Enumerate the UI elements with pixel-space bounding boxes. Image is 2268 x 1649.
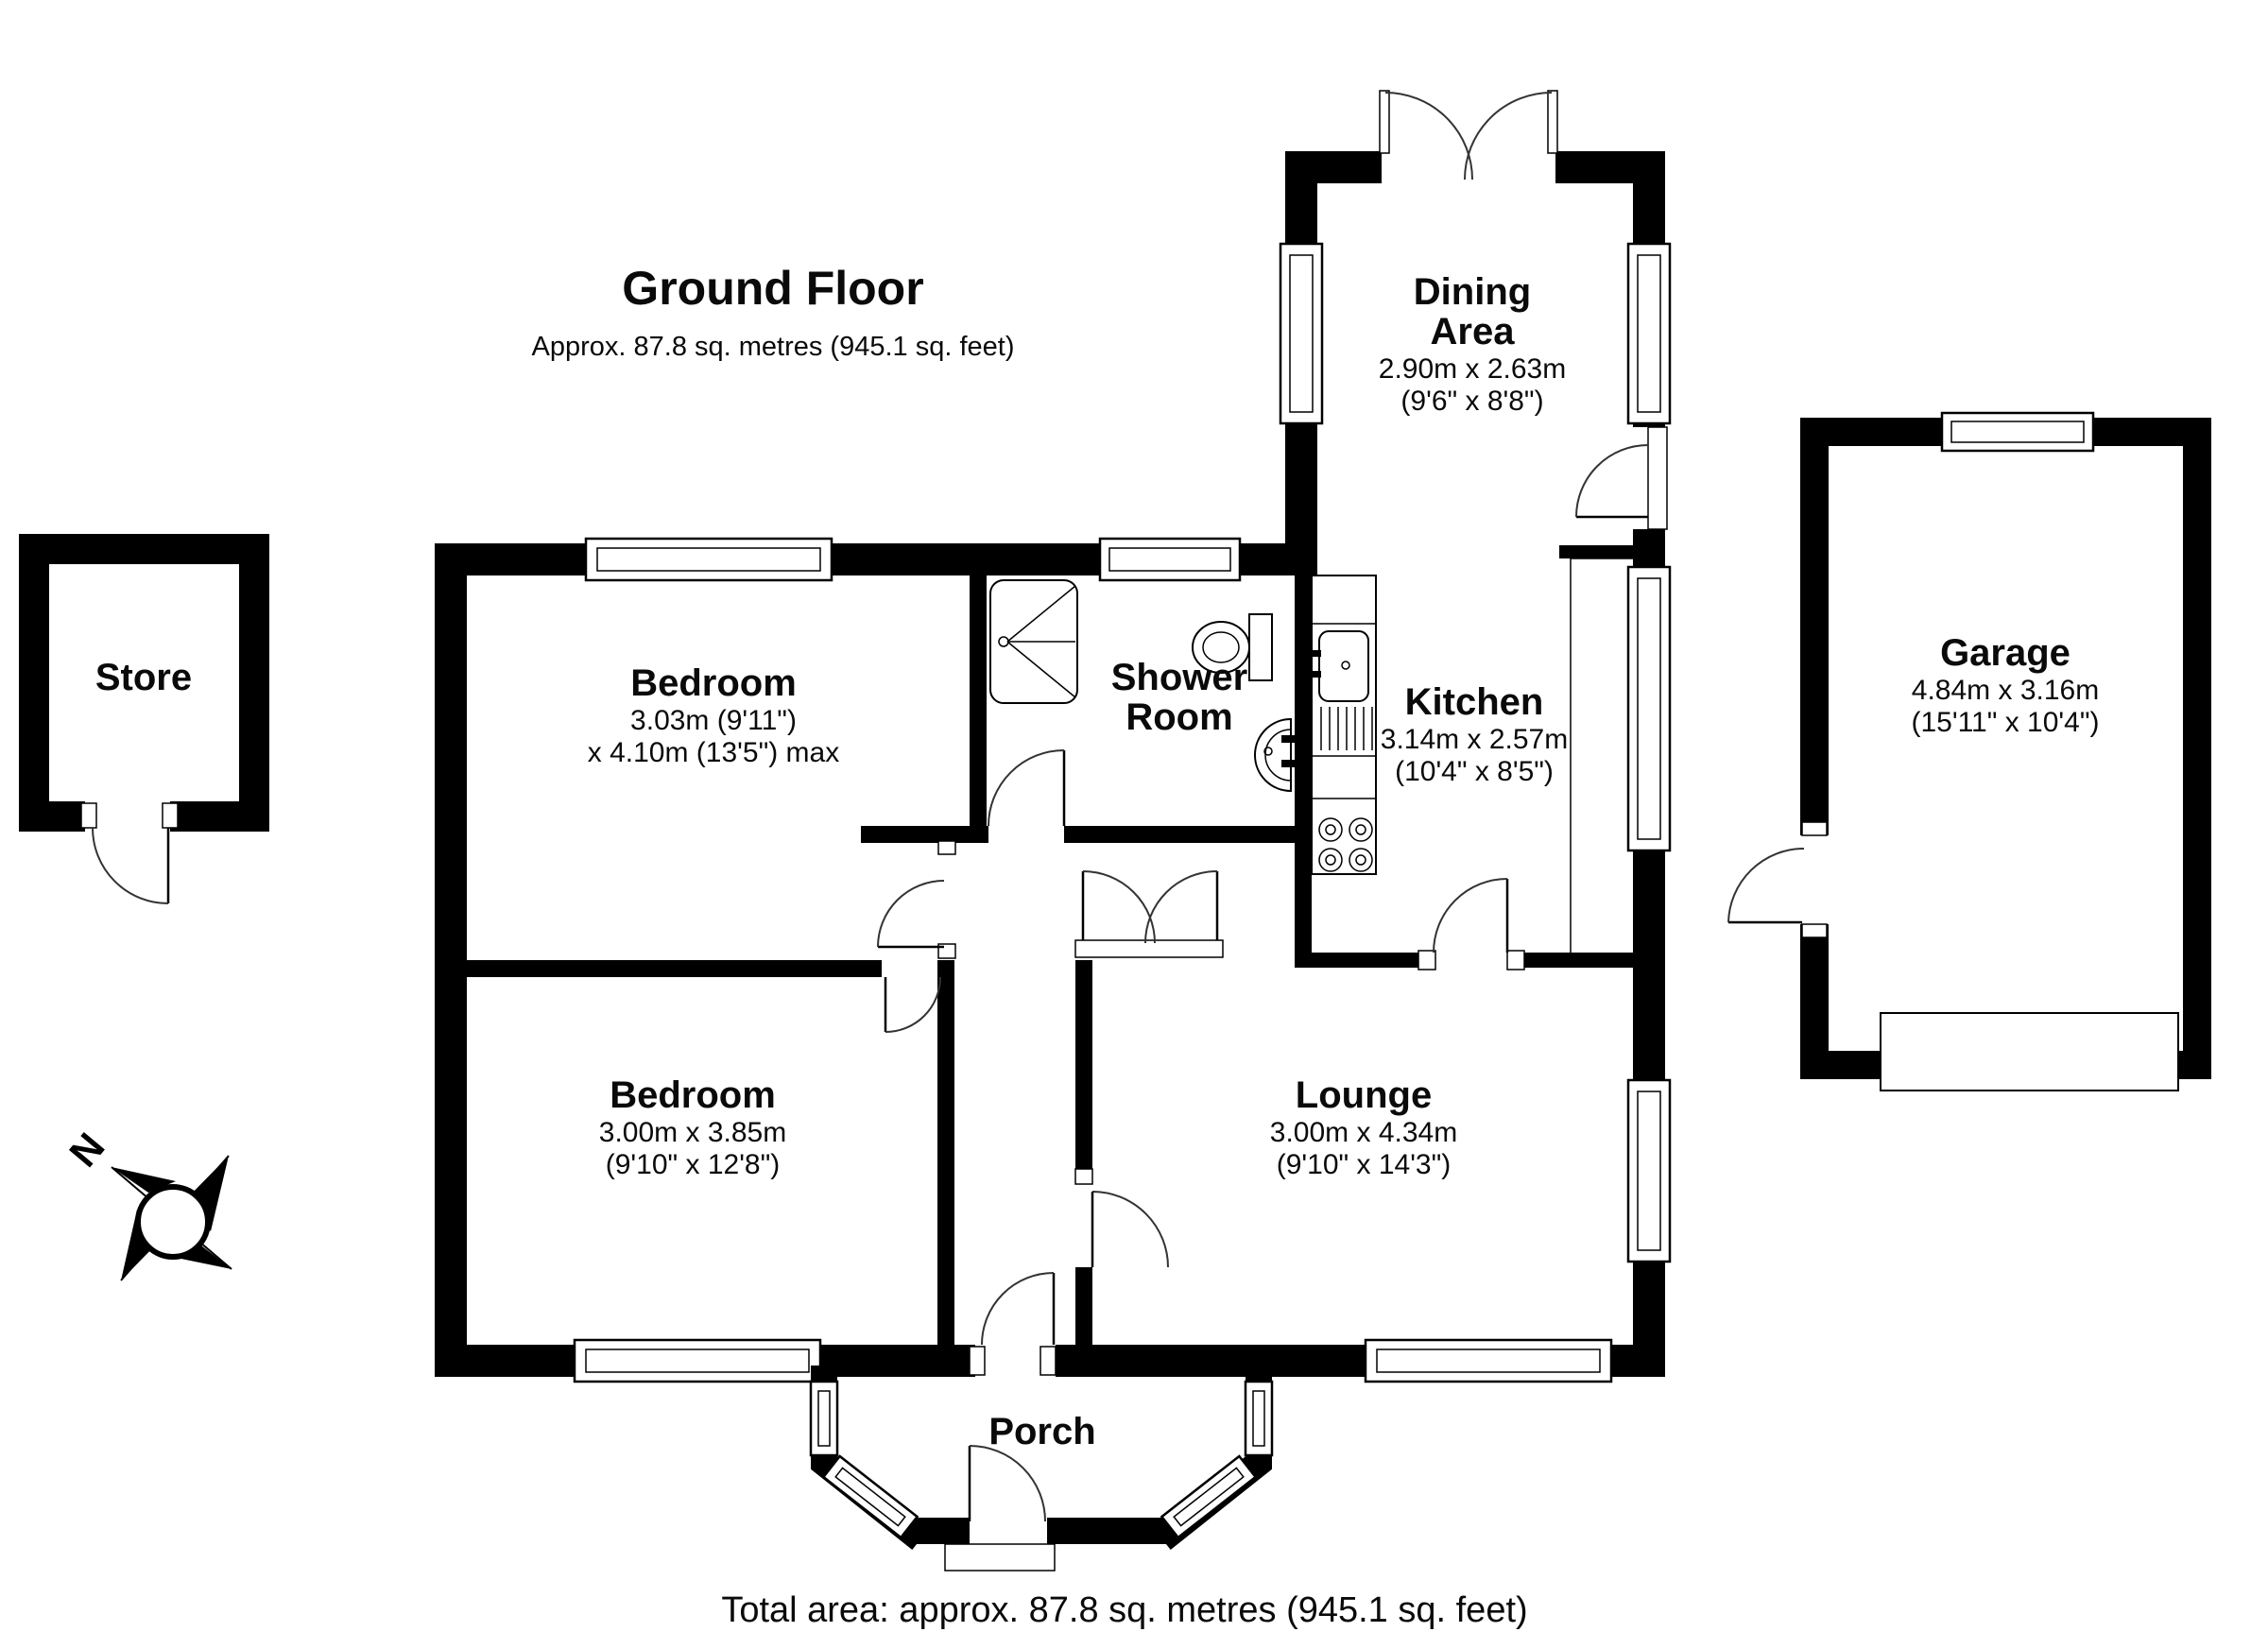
basin-icon (1254, 717, 1297, 793)
porch-right-bay-window (1160, 1454, 1258, 1539)
lounge-door (1091, 1191, 1169, 1268)
bedroom-bottom-dims-metric: 3.00m x 3.85m (599, 1117, 786, 1148)
lounge-bottom-window (1364, 1338, 1613, 1383)
store-door-arc (92, 827, 169, 904)
kitchen-dims-metric: 3.14m x 2.57m (1381, 724, 1568, 755)
interior-walls (435, 545, 1665, 1376)
french-doors (1379, 90, 1558, 180)
porch-label: Porch (988, 1411, 1095, 1452)
sink-icon (1308, 630, 1369, 702)
porch (809, 1366, 1274, 1572)
shower-label-2: Room (1125, 696, 1232, 738)
labels: Ground Floor Approx. 87.8 sq. metres (94… (95, 262, 2100, 1630)
hob-icon (1318, 817, 1373, 872)
doors (877, 90, 1668, 1346)
shower-door (988, 749, 1066, 827)
dining-right-window (1626, 242, 1672, 425)
porch-outer-door (944, 1445, 1056, 1572)
shower-label-1: Shower (1111, 657, 1247, 698)
dining-label-1: Dining (1414, 271, 1531, 313)
bedroom-bottom-dims-imperial: (9'10" x 12'8") (606, 1149, 781, 1180)
lounge-dims-metric: 3.00m x 4.34m (1270, 1117, 1457, 1148)
garage-vehicle-door (1880, 1012, 2179, 1091)
toilet-icon (1192, 613, 1273, 681)
garage-dims-imperial: (15'11" x 10'4") (1912, 707, 2100, 738)
kitchen-label: Kitchen (1405, 681, 1544, 723)
compass-icon: N (60, 1125, 232, 1281)
dining-dims-imperial: (9'6" x 8'8") (1400, 386, 1543, 417)
windows (573, 242, 1672, 1383)
shower-window (1098, 537, 1242, 582)
store-room (19, 534, 269, 904)
bedroom-bottom-door (884, 976, 941, 1033)
front-door (981, 1272, 1056, 1346)
shower-tray-icon (989, 579, 1078, 704)
bedroom-top-label: Bedroom (630, 662, 797, 704)
lounge-dims-imperial: (9'10" x 14'3") (1277, 1149, 1452, 1180)
hall-double-doors (1074, 870, 1224, 958)
kitchen-window (1626, 565, 1672, 852)
dining-door (1575, 426, 1668, 530)
shower-fixtures (989, 579, 1297, 793)
kitchen-fixtures (1308, 575, 1377, 875)
bedroom-bottom-window (573, 1338, 822, 1383)
kitchen-door (1433, 878, 1509, 953)
garage-dims-metric: 4.84m x 3.16m (1912, 675, 2099, 706)
garage-room (1727, 411, 2211, 1091)
exterior-walls (435, 151, 1665, 1377)
drainer-icon (1320, 707, 1373, 750)
bedroom-top-dims-metric: 3.03m (9'11") (630, 705, 797, 736)
garage-label: Garage (1940, 632, 2070, 674)
page-title: Ground Floor (622, 262, 923, 315)
compass-north-label: N (60, 1125, 113, 1175)
dining-left-window (1279, 242, 1324, 425)
kitchen-dims-imperial: (10'4" x 8'5") (1395, 756, 1554, 787)
bedroom-top-dims-imperial: x 4.10m (13'5") max (588, 737, 839, 768)
bedroom-top-window (584, 537, 833, 582)
garage-side-door (1727, 848, 1805, 924)
porch-left-window (809, 1380, 839, 1457)
bedroom-bottom-label: Bedroom (610, 1074, 776, 1116)
garage-top-window (1940, 411, 2095, 453)
page-subtitle: Approx. 87.8 sq. metres (945.1 sq. feet) (532, 332, 1015, 362)
dining-label-2: Area (1431, 311, 1516, 352)
porch-left-bay-window (821, 1454, 919, 1539)
kitchen-counter (1311, 575, 1377, 875)
total-area-label: Total area: approx. 87.8 sq. metres (945… (721, 1590, 1527, 1630)
porch-right-window (1244, 1380, 1274, 1457)
bedroom-top-door (877, 880, 945, 949)
dining-dims-metric: 2.90m x 2.63m (1379, 353, 1566, 385)
lounge-label: Lounge (1296, 1074, 1432, 1116)
store-label: Store (95, 657, 192, 698)
lounge-right-window (1626, 1078, 1672, 1263)
